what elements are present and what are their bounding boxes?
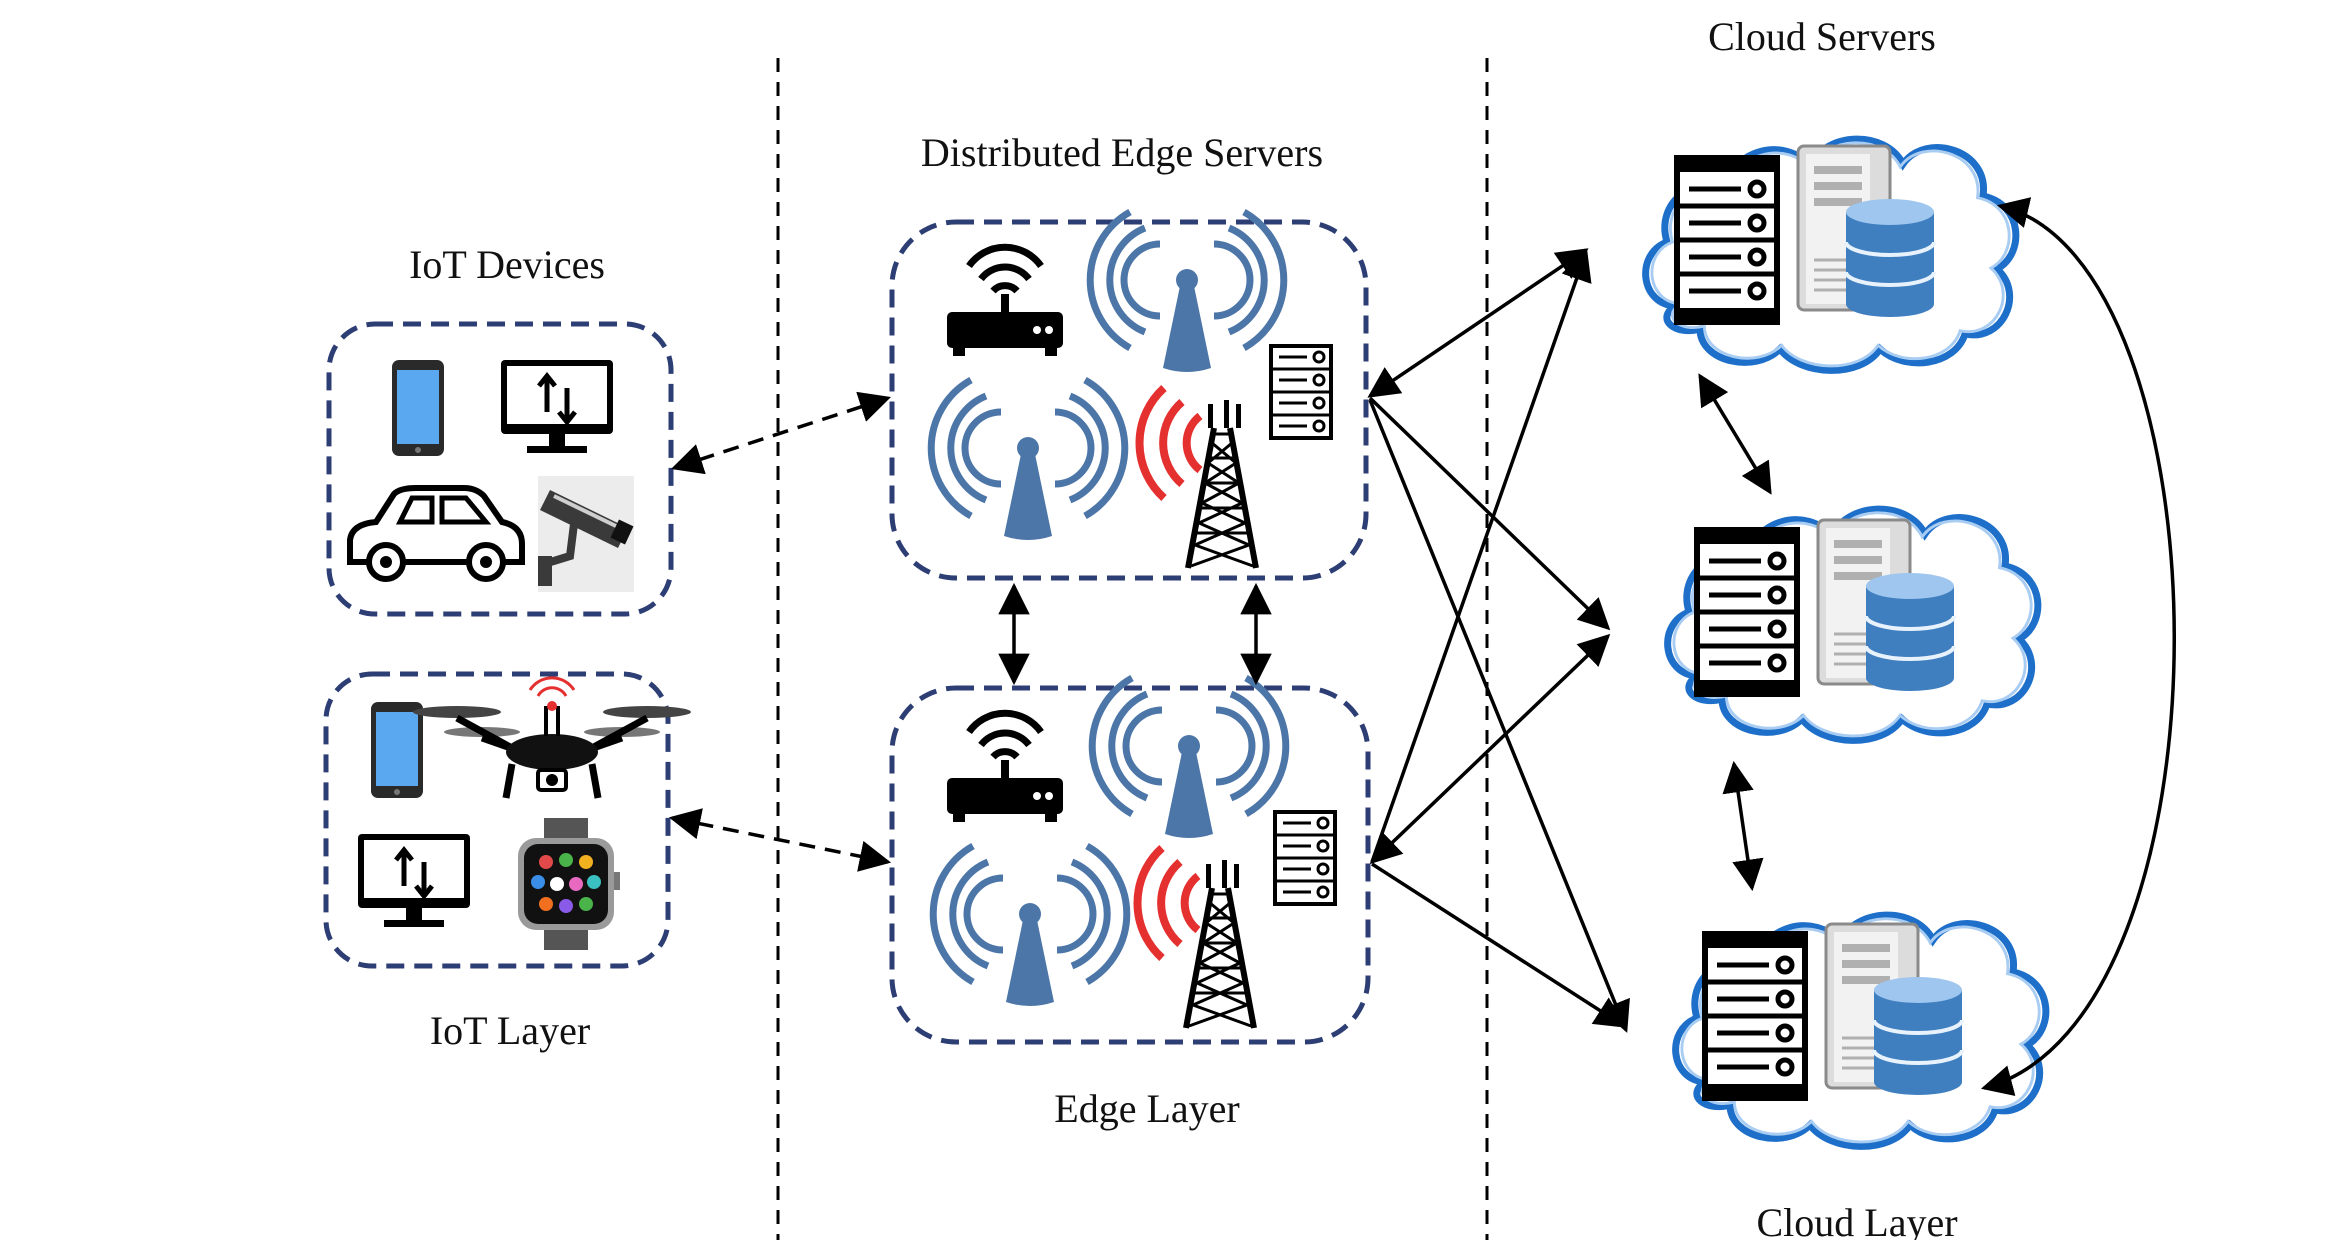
edge-servers-label: Distributed Edge Servers [921,130,1323,175]
antenna-icon [1092,678,1286,838]
server-rack-icon [1269,344,1333,440]
cloud-cloud-link-2 [1722,760,1764,892]
iot-group-2 [323,671,691,969]
edge-node-1 [889,212,1369,581]
monitor-icon [501,360,613,453]
cloud-node-3 [1676,915,2046,1146]
smartphone-icon [392,360,444,456]
cloud-servers-label: Cloud Servers [1708,14,1936,59]
cloud-cloud-link-1 [1698,373,1772,495]
edge-node-2 [889,678,1371,1045]
car-icon [350,488,522,579]
drone-icon [413,678,691,798]
smartwatch-icon [518,818,620,950]
antenna-icon [933,846,1127,1006]
cell-tower-icon [1140,388,1256,568]
monitor-icon [358,834,470,927]
edge-cloud-links [1367,248,1630,1033]
cloud-node-1 [1646,139,2016,370]
iot-edge-link-1 [671,391,891,475]
antenna-icon [931,380,1125,540]
smartphone-icon [371,702,423,798]
edge-layer-label: Edge Layer [1054,1086,1239,1131]
cell-tower-icon [1138,848,1254,1028]
security-camera-icon [538,476,634,592]
server-rack-icon [1705,934,1805,1098]
iot-devices-label: IoT Devices [409,242,605,287]
router-icon [947,247,1063,356]
server-rack-icon [1273,810,1337,906]
cloud-layer-label: Cloud Layer [1756,1200,1957,1240]
server-rack-icon [1677,158,1777,322]
server-rack-icon [1697,530,1797,694]
iot-edge-link-2 [668,808,892,872]
iot-group-1 [326,321,674,617]
cloud-node-2 [1668,509,2038,740]
cloud-cloud-link-3 [1980,197,2176,1096]
iot-layer-label: IoT Layer [430,1008,590,1053]
antenna-icon [1090,212,1284,372]
router-icon [947,713,1063,822]
